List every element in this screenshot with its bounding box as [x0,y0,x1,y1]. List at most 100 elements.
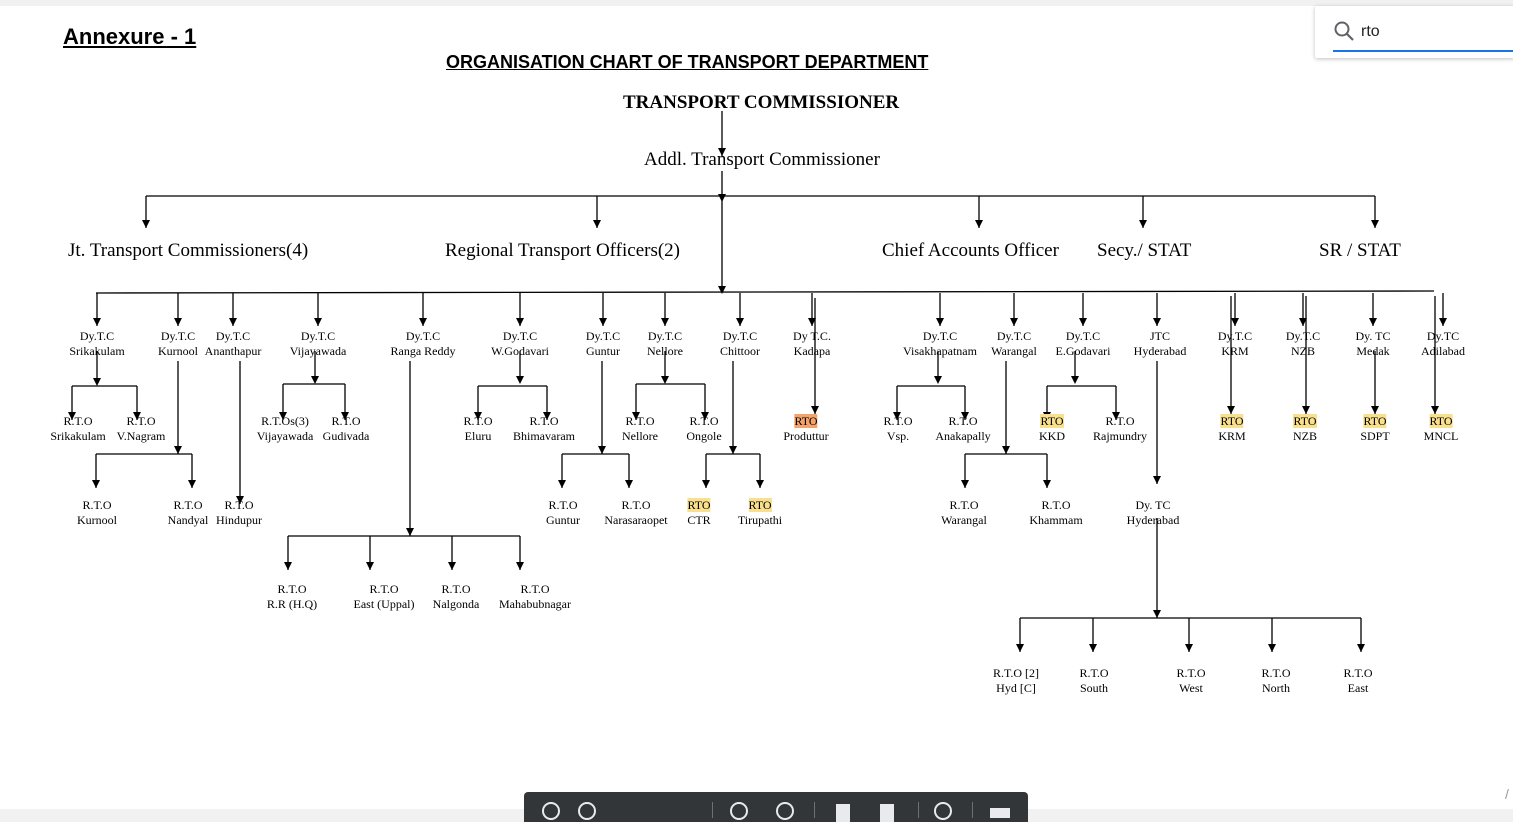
connector-line [95,290,1435,294]
dytc-node-title: Dy.T.C [647,329,683,343]
info-icon[interactable] [578,802,596,820]
arrow-head [188,480,196,488]
arrow-head [419,318,427,326]
rto-node-title: R.T.O [173,498,203,512]
arrow-head [736,318,744,326]
arrow-head [516,562,524,570]
rto-node-title: R.T.O [948,414,978,428]
rto-node-title: RTO [748,498,772,512]
rto-node-place: NZB [1293,429,1317,443]
rto-node-place: Vijayawada [256,429,314,443]
arrow-head [632,412,640,420]
rto-node-place: KKD [1039,429,1065,443]
zoom-fit-icon[interactable] [542,802,560,820]
keyboard-icon[interactable] [990,808,1010,818]
arrow-head [1369,318,1377,326]
dytc-node-title: Dy.T.C [79,329,115,343]
rto-node-place: Guntur [546,513,580,527]
rto-node-place: Rajmundry [1093,429,1147,443]
rto-node-place: North [1261,681,1290,695]
rto-node-title: RTO [1363,414,1387,428]
arrow-head [625,480,633,488]
arrow-head [811,406,819,414]
arrow-head [133,412,141,420]
page-prev-icon[interactable] [836,804,850,822]
rto-node-place: R.R (H.Q) [266,597,318,611]
rto-node-title: R.T.O [277,582,307,596]
dytc-node-place: Hyderabad [1133,344,1187,358]
rto-node-place: Nalgonda [432,597,480,611]
rto-node-place: Srikakulam [50,429,106,443]
arrow-head [1139,220,1147,228]
rto-node-title: R.T.O [520,582,550,596]
annexure-title: Annexure - 1 [63,24,197,49]
arrow-head [174,318,182,326]
rto-node-place: Hyderabad [1126,513,1180,527]
page-next-icon[interactable] [880,804,894,822]
arrow-head [718,194,726,202]
rto-node-title: R.T.O [621,498,651,512]
rto-node-place: Gudivada [322,429,370,443]
arrow-head [1268,644,1276,652]
arrow-head [1371,220,1379,228]
transport-commissioner-node: TRANSPORT COMMISSIONER [623,92,900,113]
rotate-icon[interactable] [934,802,952,820]
rto-node-place: Hindupur [216,513,262,527]
arrow-head [1431,406,1439,414]
arrow-head [448,562,456,570]
regional-officers-node: Regional Transport Officers(2) [445,240,681,261]
rto-node-title: R.T.O [1261,666,1291,680]
dytc-node-title: Dy.T.C [405,329,441,343]
rto-node-place: Anakapally [935,429,991,443]
arrow-head [1357,644,1365,652]
arrow-head [174,446,182,454]
dytc-node-place: Chittoor [719,344,761,358]
arrow-head [314,318,322,326]
arrow-head [701,412,709,420]
toolbar-divider [712,802,713,818]
dytc-node-place: Nellore [647,344,683,358]
rto-node-title: RTO [1220,414,1244,428]
rto-node-title: R.T.O [689,414,719,428]
arrow-head [142,220,150,228]
arrow-head [593,220,601,228]
zoom-in-icon[interactable] [776,802,794,820]
rto-node-title: R.T.O [548,498,578,512]
rto-node-place: Kurnool [77,513,117,527]
sr-stat-node: SR / STAT [1319,240,1401,261]
arrow-head [702,480,710,488]
rto-node-title: R.T.O [2] [992,666,1040,680]
rto-node-title: R.T.O [1176,666,1206,680]
rto-node-title: RTO [794,414,818,428]
search-input[interactable] [1361,20,1511,44]
rto-node-title: R.T.O [1105,414,1135,428]
dytc-node-title: Dy.T.C [585,329,621,343]
dytc-node-place: Srikakulam [69,344,125,358]
rto-node-place: Warangal [941,513,987,527]
zoom-out-icon[interactable] [730,802,748,820]
arrow-head [1371,406,1379,414]
pdf-toolbar [524,792,1028,822]
rto-node: R.T.Os(3)Vijayawada [257,414,314,444]
arrow-head [311,376,319,384]
